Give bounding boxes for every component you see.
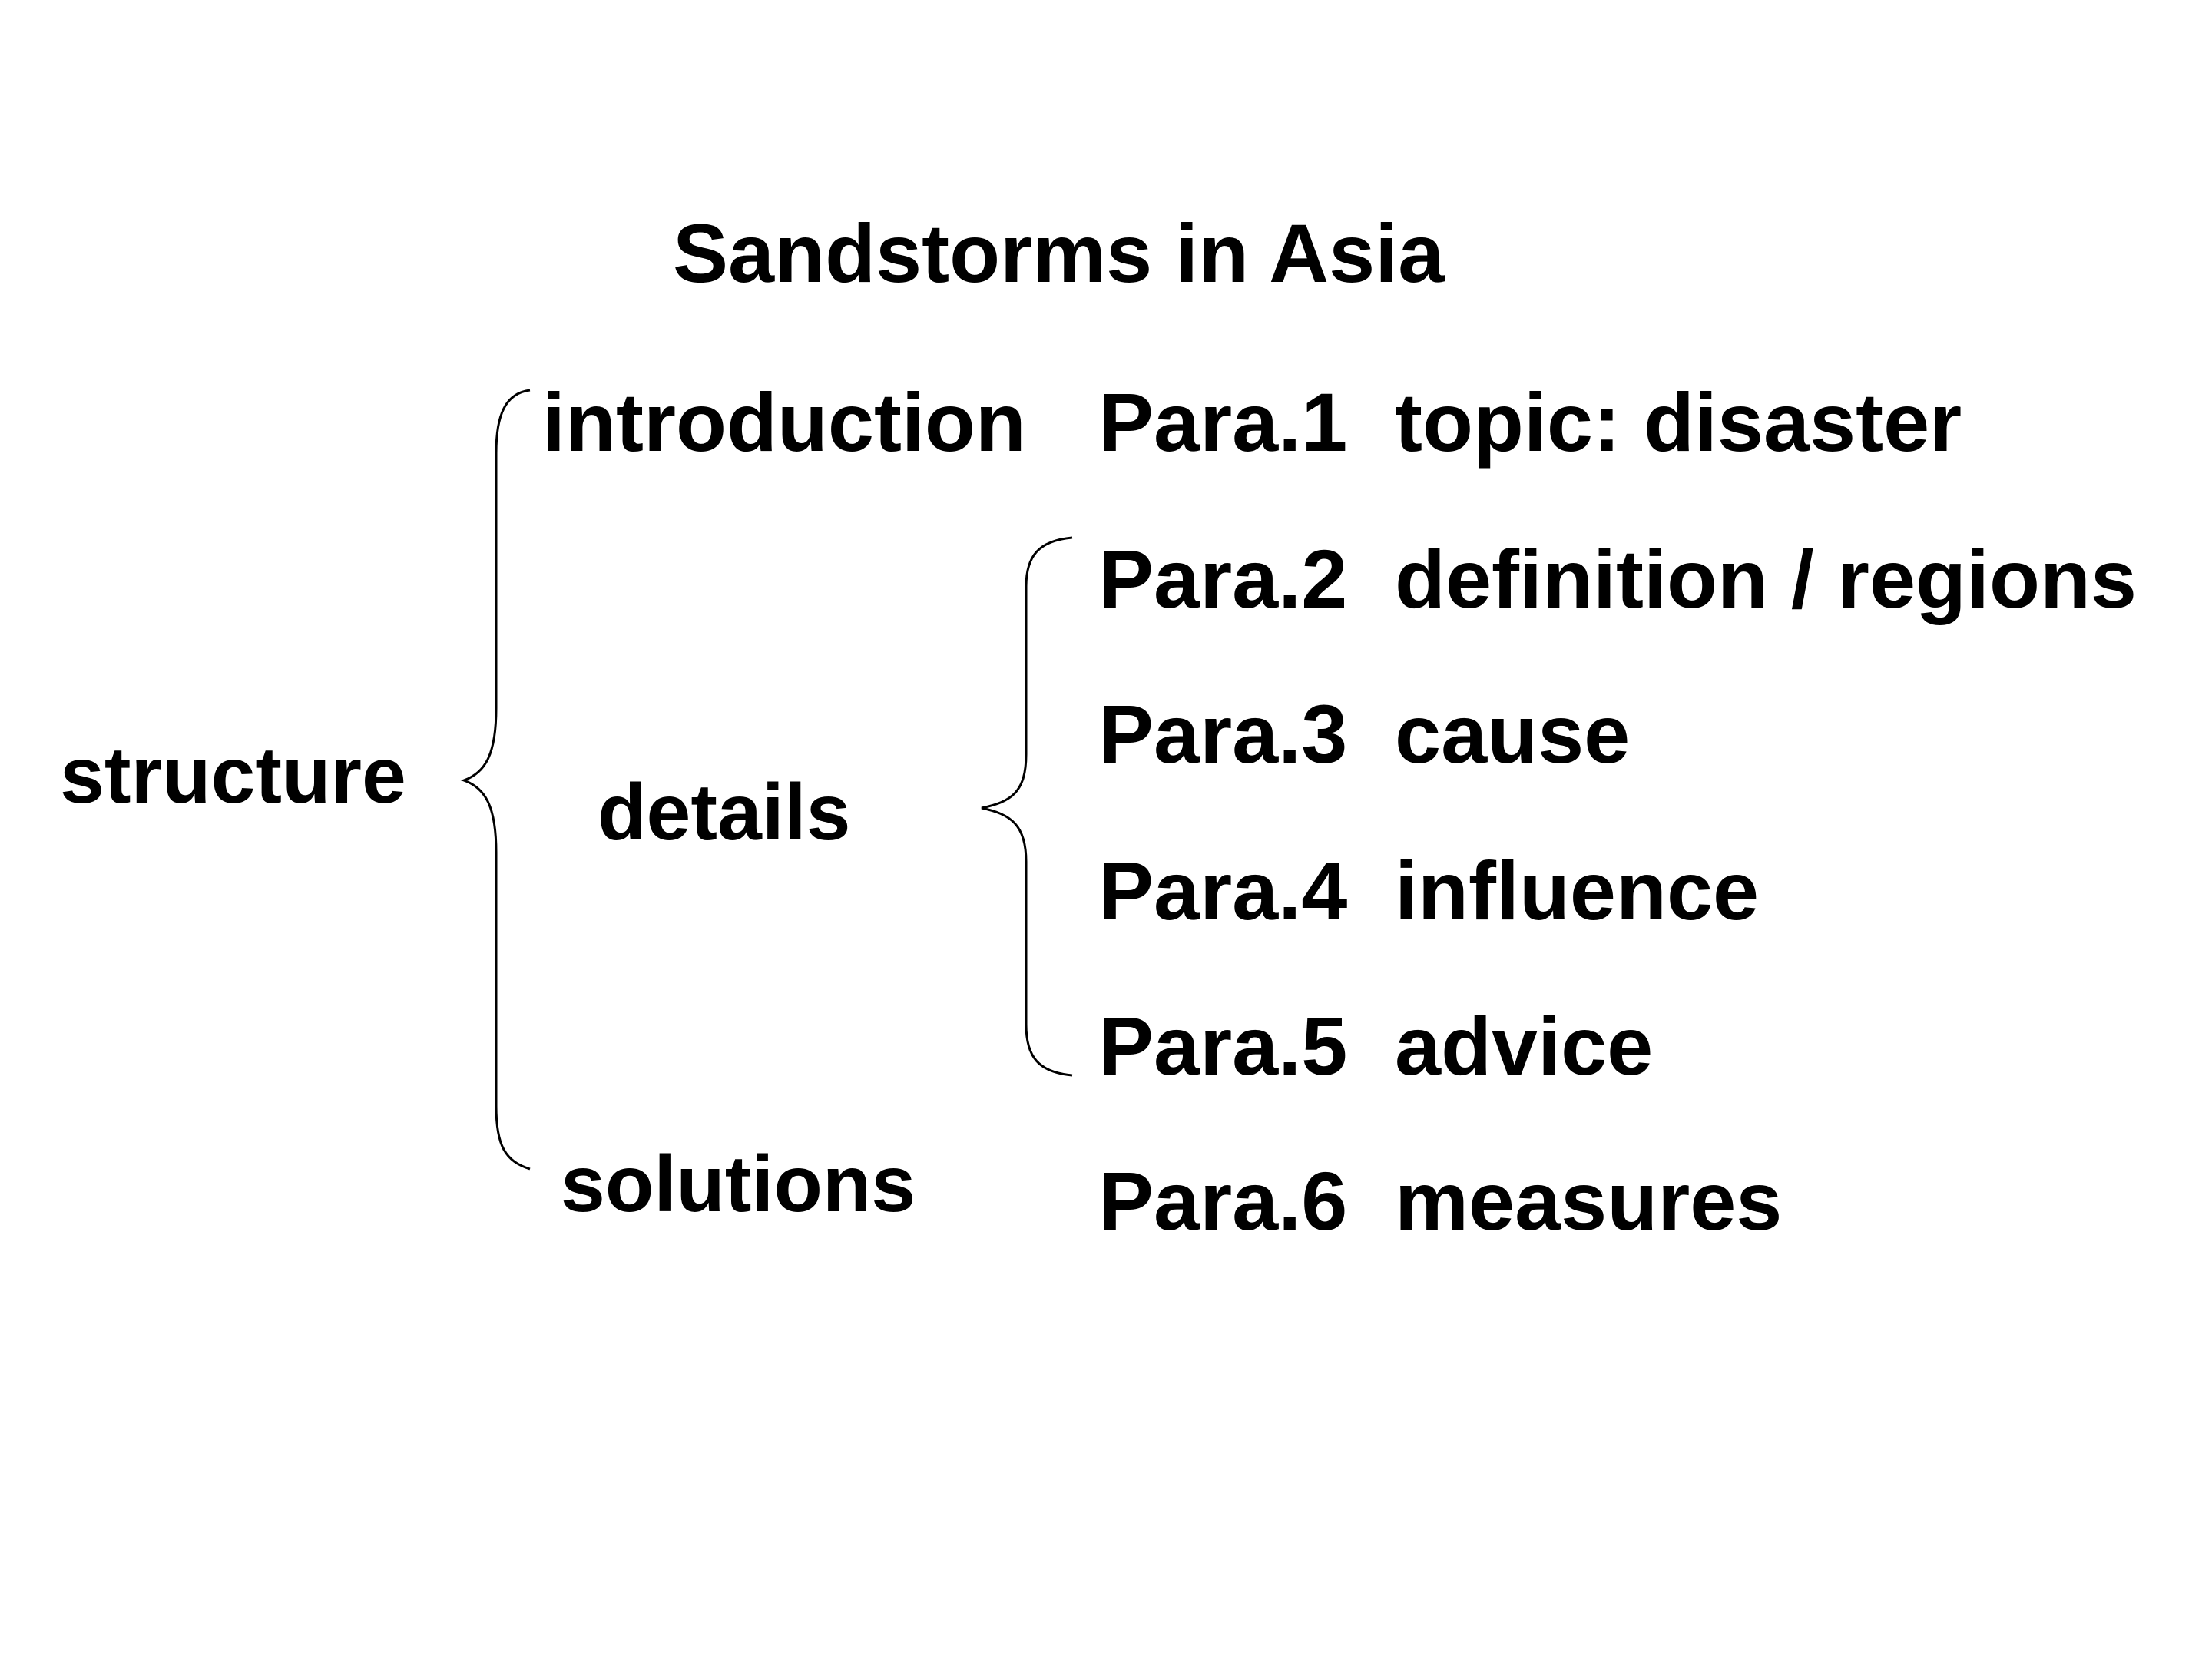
- para-content: measures: [1395, 1154, 1783, 1247]
- section-label-details: details: [598, 768, 851, 857]
- section-label-solutions: solutions: [561, 1140, 916, 1229]
- para-content: definition / regions: [1395, 532, 2137, 625]
- brace-details: [981, 536, 1073, 1077]
- para-content: advice: [1395, 999, 1654, 1092]
- para-content: cause: [1395, 687, 1631, 780]
- para-number: Para.6: [1098, 1154, 1348, 1247]
- para-content: influence: [1395, 844, 1760, 937]
- root-label-structure: structure: [60, 731, 406, 820]
- para-number: Para.5: [1098, 999, 1348, 1092]
- diagram-title: Sandstorms in Asia: [673, 207, 1445, 300]
- para-content: topic: disaster: [1395, 376, 1962, 469]
- section-label-introduction: introduction: [542, 376, 1026, 469]
- para-number: Para.4: [1098, 844, 1348, 937]
- para-number: Para.2: [1098, 532, 1348, 625]
- para-number: Para.1: [1098, 376, 1348, 469]
- para-number: Para.3: [1098, 687, 1348, 780]
- brace-structure: [460, 389, 531, 1171]
